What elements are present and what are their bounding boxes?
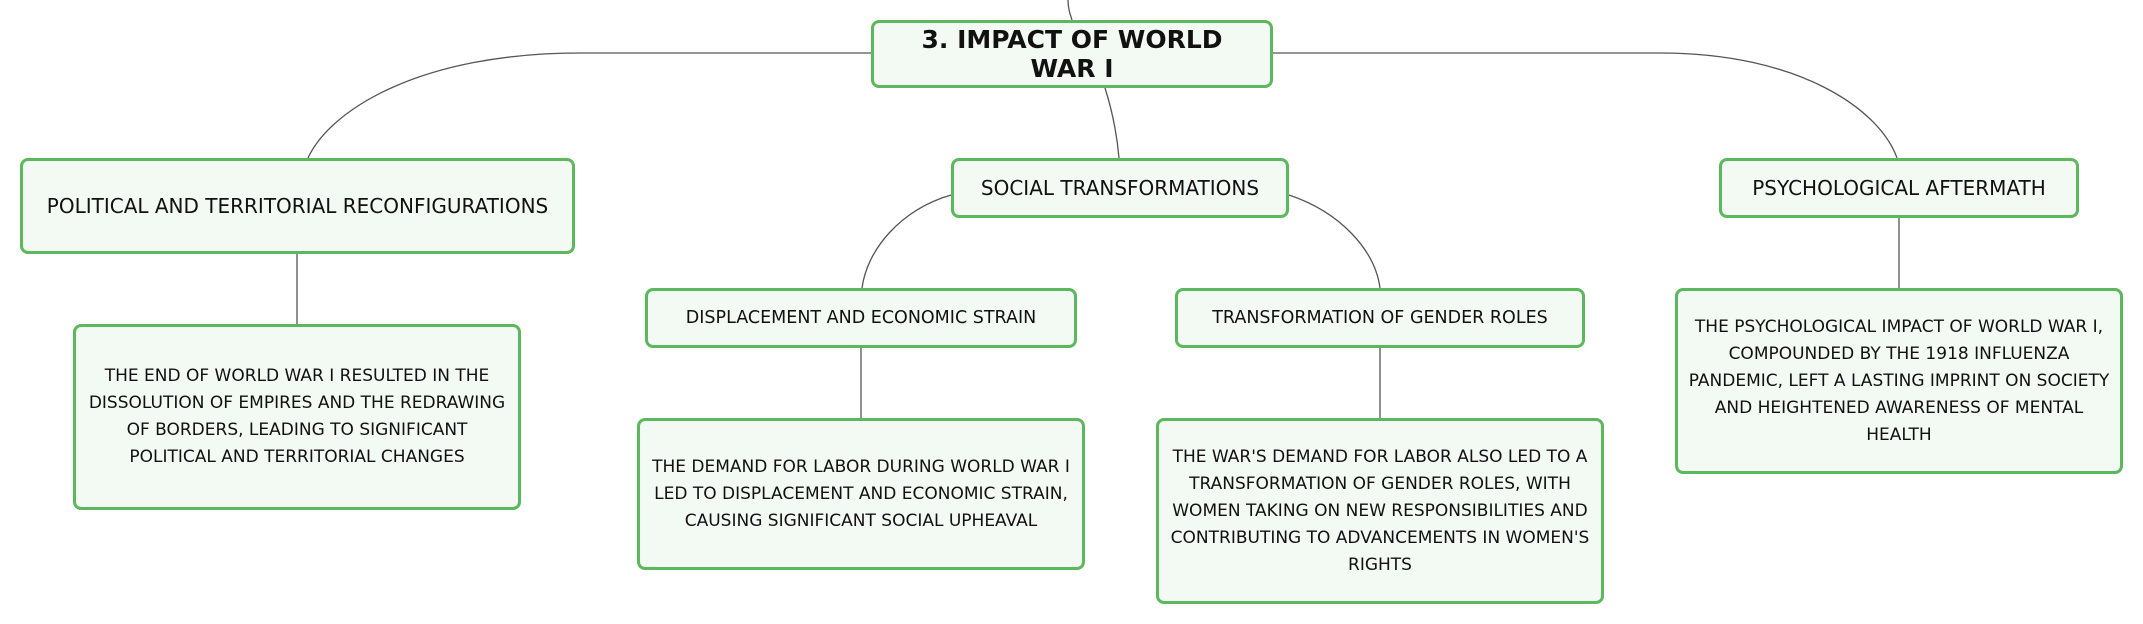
psychological-detail-node[interactable]: THE PSYCHOLOGICAL IMPACT OF WORLD WAR I,… [1675,288,2123,474]
gender-roles-detail-text: THE WAR'S DEMAND FOR LABOR ALSO LED TO A… [1170,446,1590,575]
root-topic-node[interactable]: 3. IMPACT OF WORLD WAR I [871,20,1273,88]
connector-social-to-gender [1288,194,1381,289]
political-detail-node[interactable]: THE END OF WORLD WAR I RESULTED IN THE D… [73,324,521,510]
psychological-aftermath-label: PSYCHOLOGICAL AFTERMATH [1752,176,2046,200]
social-transformations-label: SOCIAL TRANSFORMATIONS [980,176,1260,200]
displacement-economic-strain-node[interactable]: DISPLACEMENT AND ECONOMIC STRAIN [645,288,1077,348]
gender-roles-label: TRANSFORMATION OF GENDER ROLES [1212,308,1548,328]
connector-social-to-displacement [861,194,952,289]
displacement-economic-strain-label: DISPLACEMENT AND ECONOMIC STRAIN [685,308,1037,328]
connector-root-to-social [1104,87,1120,159]
connector-root-to-political [307,52,871,159]
political-detail-text: THE END OF WORLD WAR I RESULTED IN THE D… [88,366,506,467]
displacement-detail-text: THE DEMAND FOR LABOR DURING WORLD WAR I … [652,456,1070,531]
gender-roles-node[interactable]: TRANSFORMATION OF GENDER ROLES [1175,288,1585,348]
political-reconfigurations-node[interactable]: POLITICAL AND TERRITORIAL RECONFIGURATIO… [20,158,575,254]
connector-root-to-psychological [1273,52,1898,159]
displacement-detail-node[interactable]: THE DEMAND FOR LABOR DURING WORLD WAR I … [637,418,1085,570]
political-reconfigurations-label: POLITICAL AND TERRITORIAL RECONFIGURATIO… [46,194,549,218]
social-transformations-node[interactable]: SOCIAL TRANSFORMATIONS [951,158,1289,218]
psychological-detail-text: THE PSYCHOLOGICAL IMPACT OF WORLD WAR I,… [1688,316,2110,445]
connector-parent-to-root [1067,0,1073,21]
root-topic-label: 3. IMPACT OF WORLD WAR I [921,25,1223,83]
psychological-aftermath-node[interactable]: PSYCHOLOGICAL AFTERMATH [1719,158,2079,218]
gender-roles-detail-node[interactable]: THE WAR'S DEMAND FOR LABOR ALSO LED TO A… [1156,418,1604,604]
